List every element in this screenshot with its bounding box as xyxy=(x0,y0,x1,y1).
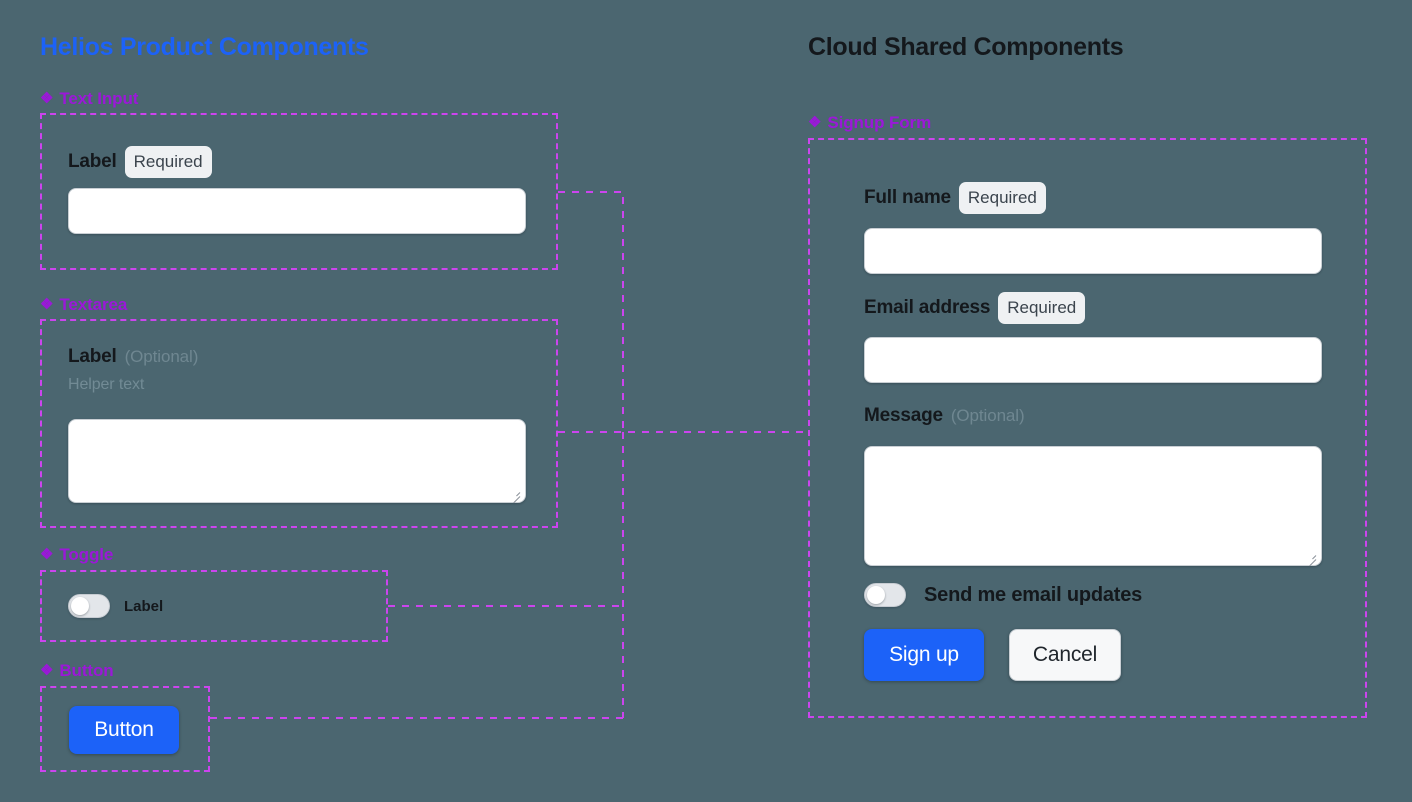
section-label-text: Signup Form xyxy=(827,113,932,132)
sign-up-button[interactable]: Sign up xyxy=(864,629,984,681)
message-label: Message xyxy=(864,405,943,426)
text-input-label: Label xyxy=(68,151,117,172)
email-input[interactable] xyxy=(864,337,1322,383)
full-name-input[interactable] xyxy=(864,228,1322,274)
left-column-title: Helios Product Components xyxy=(40,33,369,61)
component-frame-signup-form: Full name Required Email address Require… xyxy=(808,138,1367,718)
full-name-label: Full name xyxy=(864,187,951,208)
text-input-required-badge: Required xyxy=(124,146,212,178)
textarea-label-row: Label (Optional) xyxy=(68,346,198,368)
component-frame-button: Button xyxy=(40,686,210,772)
section-label-toggle: ❖ Toggle xyxy=(40,545,113,565)
section-label-button: ❖ Button xyxy=(40,661,114,681)
message-optional-text: (Optional) xyxy=(950,406,1025,425)
textarea-label: Label xyxy=(68,346,117,367)
section-label-text-input: ❖ Text Input xyxy=(40,89,138,109)
diamond-sparkle-icon: ❖ xyxy=(40,89,54,107)
resize-handle-icon[interactable] xyxy=(508,486,522,504)
diamond-sparkle-icon: ❖ xyxy=(40,661,54,679)
toggle-knob xyxy=(71,597,89,615)
diamond-sparkle-icon: ❖ xyxy=(40,545,54,563)
section-label-text: Button xyxy=(59,661,114,680)
textarea-field[interactable] xyxy=(68,419,526,504)
textarea-optional-text: (Optional) xyxy=(124,347,199,366)
section-label-textarea: ❖ Textarea xyxy=(40,295,127,315)
text-input-label-row: Label Required xyxy=(68,146,212,178)
email-label-row: Email address Required xyxy=(864,292,1086,324)
toggle-row[interactable]: Label xyxy=(68,594,163,618)
toggle-switch[interactable] xyxy=(68,594,110,618)
full-name-required-badge: Required xyxy=(958,182,1046,214)
email-updates-label: Send me email updates xyxy=(924,583,1143,606)
component-frame-text-input: Label Required xyxy=(40,113,558,270)
email-updates-row[interactable]: Send me email updates xyxy=(864,583,1142,607)
textarea-helper-text: Helper text xyxy=(68,376,145,393)
message-label-row: Message (Optional) xyxy=(864,405,1025,427)
toggle-knob xyxy=(867,586,885,604)
connector-text-input xyxy=(558,191,624,432)
diamond-sparkle-icon: ❖ xyxy=(808,113,822,131)
cancel-button[interactable]: Cancel xyxy=(1009,629,1121,681)
email-required-badge: Required xyxy=(998,292,1086,324)
component-frame-textarea: Label (Optional) Helper text xyxy=(40,319,558,528)
email-updates-toggle[interactable] xyxy=(864,583,906,607)
full-name-label-row: Full name Required xyxy=(864,182,1046,214)
section-label-text: Toggle xyxy=(59,545,114,564)
message-textarea[interactable] xyxy=(864,446,1322,567)
demo-button[interactable]: Button xyxy=(69,706,179,754)
email-label: Email address xyxy=(864,297,991,318)
diamond-sparkle-icon: ❖ xyxy=(40,295,54,313)
section-label-text: Text Input xyxy=(59,89,139,108)
resize-handle-icon[interactable] xyxy=(1304,549,1318,567)
toggle-label: Label xyxy=(124,597,164,615)
section-label-signup-form: ❖ Signup Form xyxy=(808,113,931,133)
component-frame-toggle: Label xyxy=(40,570,388,642)
right-column-title: Cloud Shared Components xyxy=(808,33,1124,61)
section-label-text: Textarea xyxy=(59,295,128,314)
text-input-field[interactable] xyxy=(68,188,526,234)
